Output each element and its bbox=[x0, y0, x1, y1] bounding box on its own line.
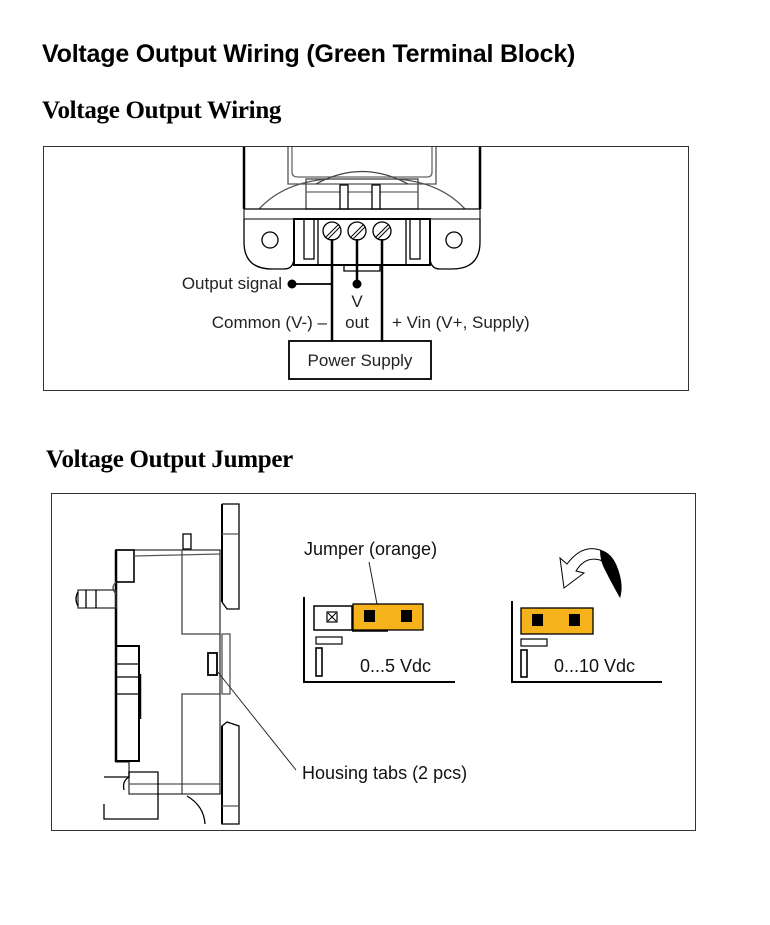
device-housing bbox=[242, 147, 482, 272]
common-label: Common (V-) – bbox=[212, 313, 328, 332]
wiring-section-heading: Voltage Output Wiring bbox=[42, 97, 282, 124]
vout-dot-icon bbox=[352, 279, 362, 289]
terminal-screw-icon bbox=[322, 221, 342, 241]
jumper-label: Jumper (orange) bbox=[304, 539, 437, 559]
board-edge bbox=[303, 597, 455, 683]
jumper-setting-10v: 0...10 Vdc bbox=[511, 548, 662, 683]
wiring-diagram-panel: Output signal V out Common (V-) – + Vin … bbox=[43, 146, 689, 391]
wires bbox=[292, 239, 384, 341]
move-jumper-arrow-icon bbox=[559, 548, 622, 598]
wiring-diagram: Output signal V out Common (V-) – + Vin … bbox=[182, 147, 530, 380]
jumper-pin-icon bbox=[364, 610, 375, 622]
vout-label-top: V bbox=[351, 292, 363, 311]
component-small bbox=[315, 647, 323, 677]
page-title: Voltage Output Wiring (Green Terminal Bl… bbox=[42, 40, 576, 68]
jumper-section-heading: Voltage Output Jumper bbox=[46, 446, 293, 473]
setting-5v-label: 0...5 Vdc bbox=[360, 656, 431, 676]
orange-jumper bbox=[352, 603, 424, 631]
jumper-pin-icon bbox=[401, 610, 412, 622]
vout-label-bottom: out bbox=[345, 313, 369, 332]
component-small bbox=[520, 638, 548, 647]
power-supply-label: Power Supply bbox=[308, 351, 413, 370]
component-small bbox=[520, 649, 528, 678]
jumper-diagram-panel: Housing tabs (2 pcs) Jumper (orange) 0..… bbox=[51, 493, 696, 831]
vin-label: + Vin (V+, Supply) bbox=[392, 313, 530, 332]
power-supply-box bbox=[288, 340, 432, 380]
terminal-screw-icon bbox=[372, 221, 392, 241]
jumper-setting-5v: Jumper (orange) 0...5 Vdc bbox=[303, 539, 455, 683]
setting-10v-label: 0...10 Vdc bbox=[554, 656, 635, 676]
jumper-leader-line bbox=[368, 561, 378, 605]
orange-jumper bbox=[520, 607, 594, 635]
component-small bbox=[315, 636, 343, 645]
jumper-pin-icon bbox=[532, 614, 543, 626]
device-side-view bbox=[75, 503, 240, 825]
terminal-screws bbox=[322, 221, 392, 241]
pin-crossed-icon bbox=[326, 611, 338, 623]
output-signal-dot-icon bbox=[287, 279, 297, 289]
board-edge bbox=[511, 601, 662, 683]
housing-tabs-leader-line bbox=[216, 670, 297, 771]
jumper-pin-icon bbox=[569, 614, 580, 626]
terminal-screw-icon bbox=[347, 221, 367, 241]
jumper-diagram: Housing tabs (2 pcs) Jumper (orange) 0..… bbox=[75, 503, 662, 825]
housing-tabs-label: Housing tabs (2 pcs) bbox=[302, 763, 467, 783]
output-signal-label: Output signal bbox=[182, 274, 282, 293]
